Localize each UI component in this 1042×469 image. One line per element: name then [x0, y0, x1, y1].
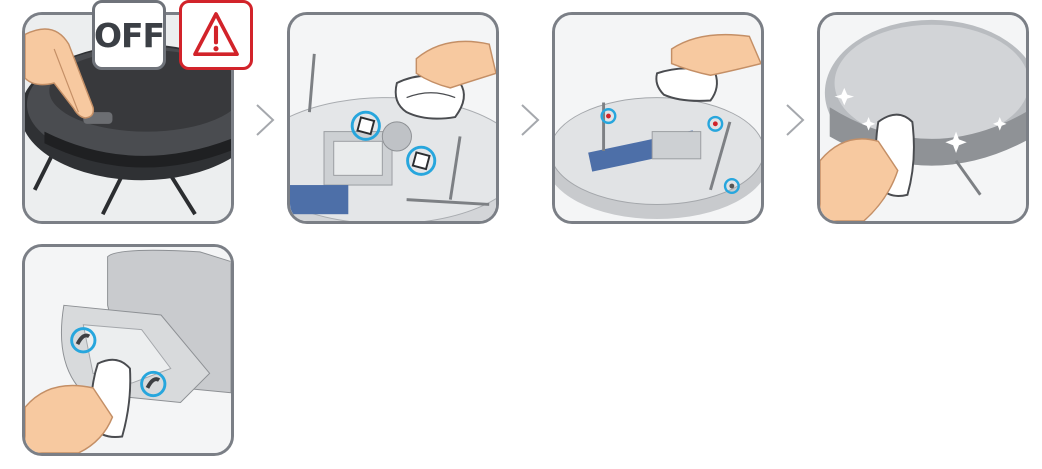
robot-underside-sensors-illustration: [290, 15, 496, 221]
step-5-panel: [22, 244, 234, 456]
step-2-panel: [287, 12, 499, 224]
chevron-right-icon: [518, 103, 542, 137]
step-3-panel: [552, 12, 764, 224]
off-label: OFF: [94, 16, 164, 55]
step-4-panel: [817, 12, 1029, 224]
chevron-right-icon: [783, 103, 807, 137]
off-badge: OFF: [92, 0, 166, 70]
robot-underside-contacts-illustration: [555, 15, 761, 221]
robot-bumper-wipe-illustration: [820, 15, 1026, 221]
chevron-right-icon: [253, 103, 277, 137]
dock-contacts-illustration: [25, 247, 231, 453]
warning-triangle-icon: [182, 3, 250, 67]
warning-badge: [179, 0, 253, 70]
